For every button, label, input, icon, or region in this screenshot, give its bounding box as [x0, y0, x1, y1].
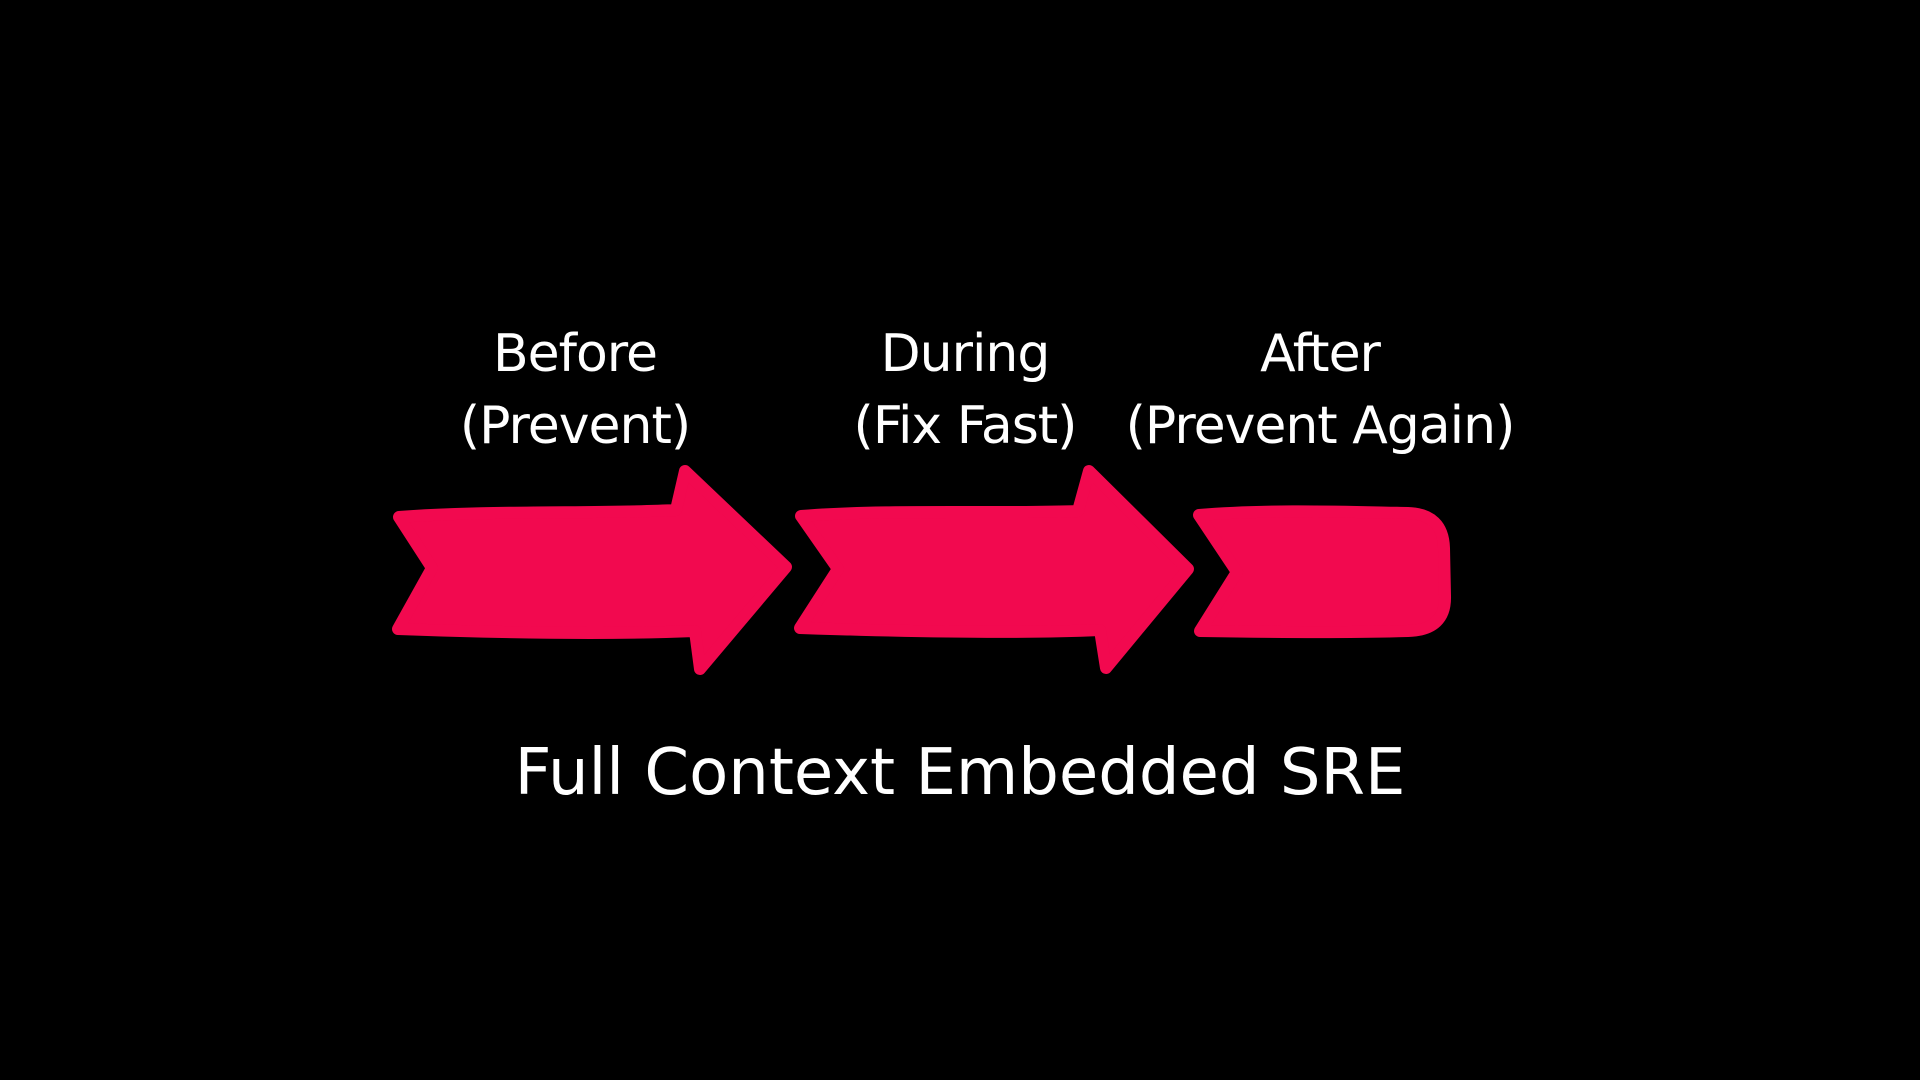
arrow-during-icon — [794, 465, 1194, 674]
stage-label-during-line1: During — [880, 324, 1051, 384]
arrow-before-icon — [392, 465, 792, 675]
stage-label-during-line2: (Fix Fast) — [853, 396, 1078, 456]
stage-label-before: Before (Prevent) — [459, 318, 691, 462]
stage-label-before-line1: Before — [492, 324, 658, 384]
stage-label-before-line2: (Prevent) — [459, 396, 691, 456]
caption: Full Context Embedded SRE — [514, 736, 1406, 810]
stage-label-during: During (Fix Fast) — [853, 318, 1078, 462]
stage-label-after: After (Prevent Again) — [1125, 318, 1516, 462]
arrow-after-bar-icon — [1193, 505, 1451, 639]
stage-label-after-line1: After — [1260, 324, 1381, 384]
stage-label-after-line2: (Prevent Again) — [1125, 396, 1516, 456]
